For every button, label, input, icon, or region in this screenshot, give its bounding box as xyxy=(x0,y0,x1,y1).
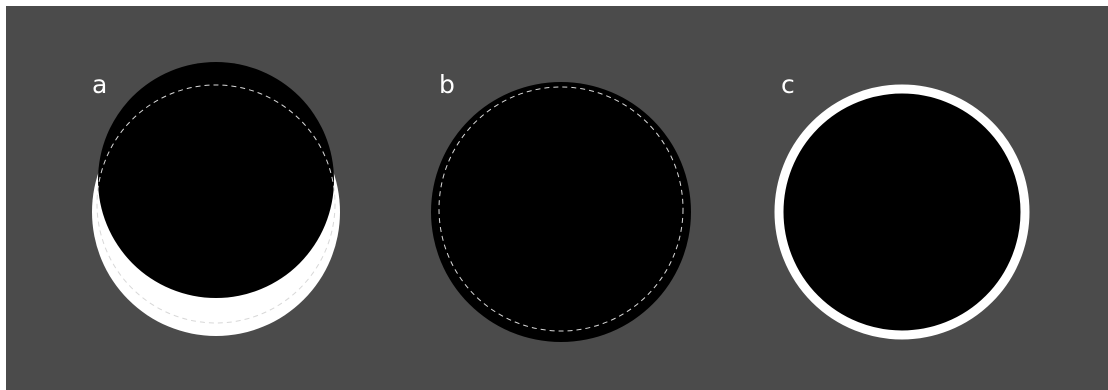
panel-a-label: a xyxy=(92,70,107,99)
panel-a-black-disk xyxy=(98,62,334,298)
panel-c-label: c xyxy=(781,70,795,99)
panel-b-black-disk xyxy=(431,82,691,342)
panel-b-label: b xyxy=(439,70,455,99)
panel-c-ringed-disk xyxy=(779,89,1025,335)
panel-a: a xyxy=(92,62,340,336)
